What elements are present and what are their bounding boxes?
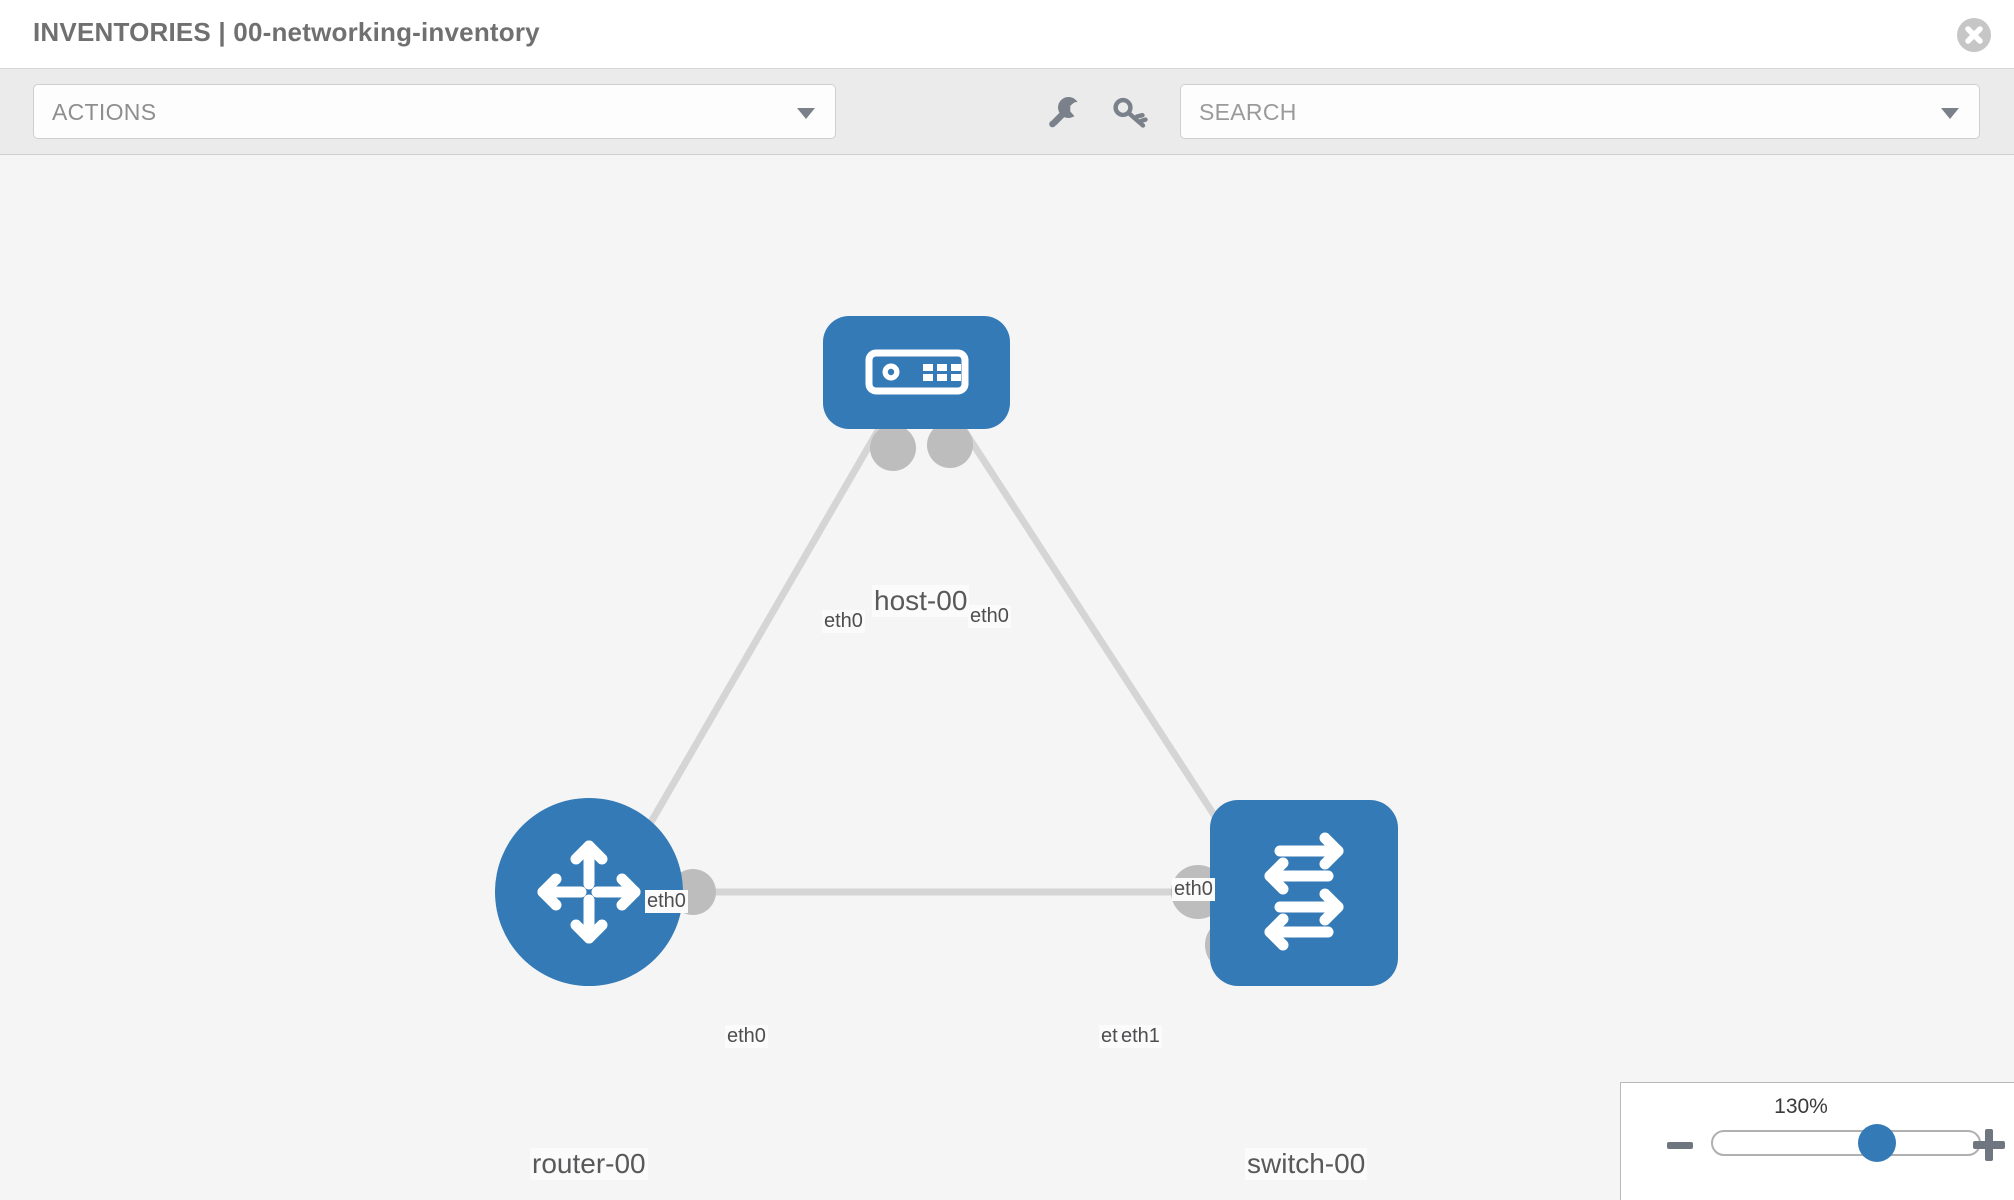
search-placeholder: SEARCH xyxy=(1199,99,1297,125)
edge-label-switch-uplink: eth0 xyxy=(1172,878,1215,901)
actions-dropdown[interactable]: ACTIONS xyxy=(33,84,836,139)
node-label-switch-00: switch-00 xyxy=(1245,1148,1368,1180)
search-input[interactable]: SEARCH xyxy=(1180,84,1980,139)
edge-label-router-uplink: eth0 xyxy=(645,890,688,913)
edge-label-host-right: eth0 xyxy=(968,605,1011,628)
plus-icon[interactable] xyxy=(1973,1129,2005,1161)
endpoint-host-right xyxy=(927,422,973,468)
chevron-down-icon xyxy=(1941,108,1959,119)
topology-graph xyxy=(495,316,1398,986)
topology-links xyxy=(621,425,1243,896)
node-router-00[interactable] xyxy=(495,798,683,986)
actions-dropdown-label: ACTIONS xyxy=(52,99,157,125)
node-switch-00[interactable] xyxy=(1210,800,1398,986)
key-icon[interactable] xyxy=(1110,91,1152,133)
chevron-down-icon xyxy=(797,108,815,119)
minus-icon[interactable] xyxy=(1667,1142,1693,1149)
edge-label-host-left: eth0 xyxy=(822,610,865,633)
page-title: INVENTORIES | 00-networking-inventory xyxy=(33,17,540,47)
topology-canvas[interactable]: host-00 router-00 switch-00 eth0 eth0 et… xyxy=(0,155,2014,1200)
zoom-slider-track[interactable] xyxy=(1711,1130,1981,1156)
toolbar: ACTIONS SEARCH xyxy=(0,69,2014,155)
link-host-switch[interactable] xyxy=(959,425,1243,857)
link-host-router[interactable] xyxy=(621,425,884,869)
close-icon[interactable] xyxy=(1957,18,1991,52)
zoom-control-panel: 130% xyxy=(1620,1082,2014,1200)
zoom-slider-thumb[interactable] xyxy=(1857,1124,1896,1162)
node-label-host-00: host-00 xyxy=(872,585,970,617)
edge-label-router-eth0: eth0 xyxy=(725,1025,768,1048)
zoom-percent-label: 130% xyxy=(1774,1095,1828,1118)
edge-label-switch-eth1: eth1 xyxy=(1119,1025,1162,1048)
node-host-00[interactable] xyxy=(823,316,1010,429)
node-label-router-00: router-00 xyxy=(530,1148,648,1180)
wrench-icon[interactable] xyxy=(1043,91,1085,133)
page-header: INVENTORIES | 00-networking-inventory xyxy=(0,0,2014,69)
endpoint-host-left xyxy=(870,425,916,471)
